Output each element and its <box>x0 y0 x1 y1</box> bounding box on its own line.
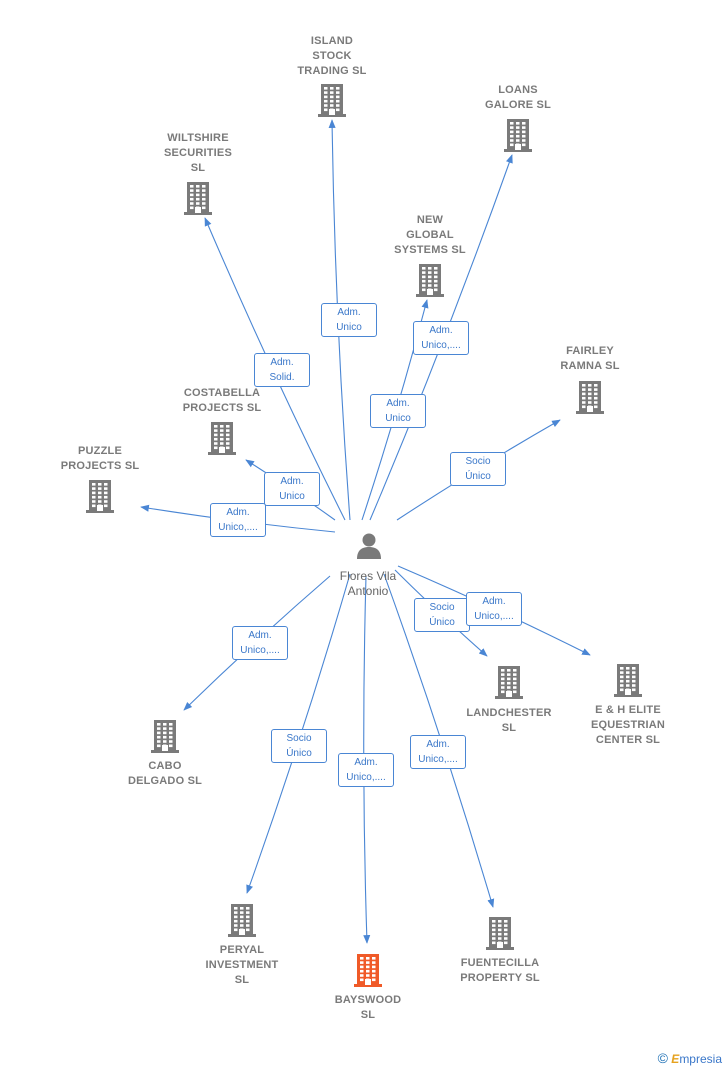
company-node-costabella[interactable] <box>207 421 237 455</box>
company-node-cabo[interactable] <box>150 719 180 753</box>
company-node-wiltshire[interactable] <box>183 181 213 215</box>
building-icon <box>354 954 382 987</box>
relation-label-fairley[interactable]: Socio Único <box>450 452 506 486</box>
relation-label-ehelite[interactable]: Adm. Unico,.... <box>466 592 522 626</box>
company-label-peryal[interactable]: PERYAL INVESTMENT SL <box>205 944 279 986</box>
company-label-cabo[interactable]: CABO DELGADO SL <box>127 760 203 787</box>
company-label-fairley[interactable]: FAIRLEY RAMNA SL <box>560 345 620 372</box>
relation-label-landchester[interactable]: Socio Único <box>414 598 470 632</box>
company-node-ehelite[interactable] <box>613 663 643 697</box>
building-icon <box>151 720 179 753</box>
relation-label-costabella[interactable]: Adm. Unico <box>264 472 320 506</box>
relation-label-cabo[interactable]: Adm. Unico,.... <box>232 626 288 660</box>
building-icon <box>86 480 114 513</box>
company-label-loans[interactable]: LOANS GALORE SL <box>485 84 551 111</box>
relation-label-wiltshire[interactable]: Adm. Solid. <box>254 353 310 387</box>
relation-label-loans[interactable]: Adm. Unico,.... <box>413 321 469 355</box>
relation-label-peryal[interactable]: Socio Único <box>271 729 327 763</box>
company-node-newglobal[interactable] <box>415 263 445 297</box>
brand-watermark: © Empresia <box>658 1050 722 1066</box>
relation-label-bayswood[interactable]: Adm. Unico,.... <box>338 753 394 787</box>
center-person-label[interactable]: Flores Vila Antonio <box>339 569 397 598</box>
copyright-symbol: © <box>657 1050 668 1066</box>
building-icon <box>184 182 212 215</box>
company-node-loans[interactable] <box>503 118 533 152</box>
center-person-node[interactable] <box>343 530 395 560</box>
building-icon <box>318 84 346 117</box>
person-icon <box>357 533 381 559</box>
company-label-newglobal[interactable]: NEW GLOBAL SYSTEMS SL <box>394 214 466 256</box>
company-label-island[interactable]: ISLAND STOCK TRADING SL <box>297 35 367 77</box>
relation-label-island[interactable]: Adm. Unico <box>321 303 377 337</box>
relation-label-newglobal[interactable]: Adm. Unico <box>370 394 426 428</box>
building-icon <box>208 422 236 455</box>
building-icon <box>504 119 532 152</box>
company-label-bayswood[interactable]: BAYSWOOD SL <box>334 994 402 1021</box>
building-icon <box>486 917 514 950</box>
company-node-peryal[interactable] <box>227 903 257 937</box>
brand-name: mpresia <box>679 1052 722 1066</box>
brand-initial: E <box>671 1052 680 1066</box>
building-icon <box>614 664 642 697</box>
company-node-bayswood[interactable] <box>353 953 383 987</box>
company-node-island[interactable] <box>317 83 347 117</box>
relation-label-puzzle[interactable]: Adm. Unico,.... <box>210 503 266 537</box>
building-icon <box>416 264 444 297</box>
company-label-landchester[interactable]: LANDCHESTER SL <box>466 707 552 734</box>
company-label-ehelite[interactable]: E & H ELITE EQUESTRIAN CENTER SL <box>590 704 666 746</box>
building-icon <box>228 904 256 937</box>
company-node-fairley[interactable] <box>575 380 605 414</box>
company-node-landchester[interactable] <box>494 665 524 699</box>
company-label-costabella[interactable]: COSTABELLA PROJECTS SL <box>182 387 262 414</box>
company-label-fuentecilla[interactable]: FUENTECILLA PROPERTY SL <box>460 957 540 984</box>
company-label-puzzle[interactable]: PUZZLE PROJECTS SL <box>60 445 140 472</box>
relation-label-fuentecilla[interactable]: Adm. Unico,.... <box>410 735 466 769</box>
company-node-puzzle[interactable] <box>85 479 115 513</box>
company-node-fuentecilla[interactable] <box>485 916 515 950</box>
building-icon <box>495 666 523 699</box>
building-icon <box>576 381 604 414</box>
company-label-wiltshire[interactable]: WILTSHIRE SECURITIES SL <box>163 132 232 174</box>
